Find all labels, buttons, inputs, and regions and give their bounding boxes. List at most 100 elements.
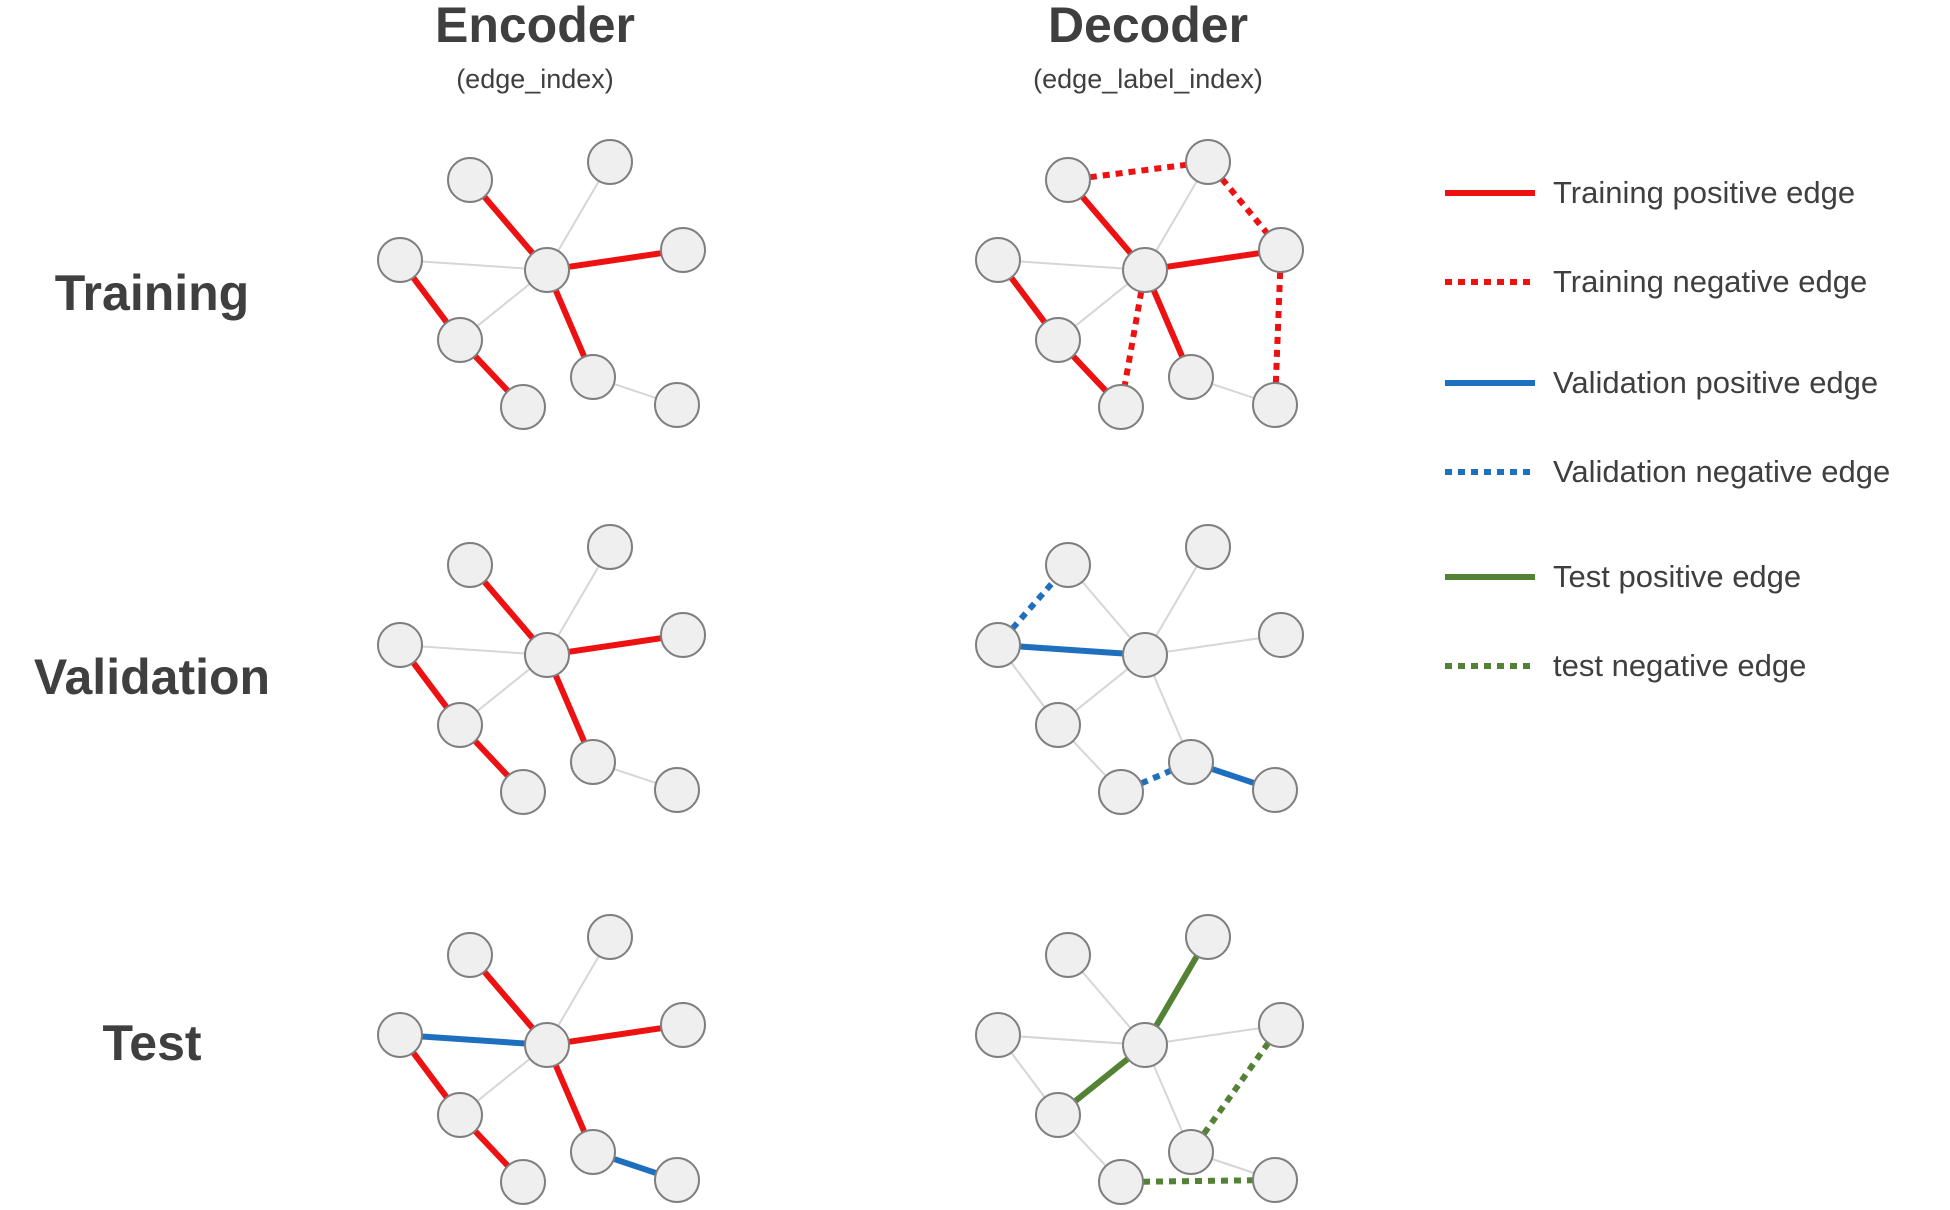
row-title-training: Training [55, 265, 249, 321]
graph-node [377, 237, 423, 283]
graph-node [587, 139, 633, 185]
graph-node [1185, 139, 1231, 185]
edge-training-positive [482, 969, 535, 1031]
graph-node [437, 1092, 483, 1138]
edge-training-positive [472, 738, 511, 779]
edge-training-negative [1219, 177, 1270, 235]
graph-node [1168, 739, 1214, 785]
edge-training-negative [1089, 161, 1187, 181]
edge-training-positive [482, 194, 535, 256]
edge-plain [1155, 565, 1198, 637]
edge-training-positive [1008, 275, 1048, 325]
column-headers: Encoder (edge_index) Decoder (edge_label… [435, 0, 1263, 94]
row-headers: Training Validation Test [34, 265, 270, 1071]
legend-item-validation-negative: Validation negative edge [1445, 454, 1890, 489]
graph-node [654, 382, 700, 428]
graph-node [1122, 1022, 1168, 1068]
row-title-validation: Validation [34, 649, 270, 705]
graph-node [377, 1012, 423, 1058]
graph-node [1122, 632, 1168, 678]
edge-plain [613, 768, 657, 784]
edge-training-negative [1272, 271, 1284, 384]
graph-node [975, 237, 1021, 283]
graph-node [1252, 1157, 1298, 1203]
graph-node [570, 1129, 616, 1175]
column-subtitle-encoder: (edge_index) [456, 64, 614, 94]
graph-node [1035, 702, 1081, 748]
legend-item-training-positive: Training positive edge [1445, 175, 1855, 210]
edge-validation-positive [1210, 766, 1256, 786]
graph-node [654, 1157, 700, 1203]
graph-node [975, 1012, 1021, 1058]
edge-plain [476, 668, 531, 712]
graph-node [570, 739, 616, 785]
graph-node [1035, 1092, 1081, 1138]
edge-plain [1074, 668, 1129, 712]
graph-node [1035, 317, 1081, 363]
edge-plain [557, 955, 600, 1027]
legend-label: Training negative edge [1553, 264, 1867, 299]
row-title-test: Test [102, 1015, 201, 1071]
edge-plain [1074, 283, 1129, 327]
graph-node [660, 1002, 706, 1048]
graph-panel-test-decoder [975, 914, 1304, 1205]
legend-label: Validation positive edge [1553, 365, 1878, 400]
graph-node [660, 227, 706, 273]
graph-node [447, 157, 493, 203]
graph-node [1185, 914, 1231, 960]
graph-node [570, 354, 616, 400]
edge-plain [476, 283, 531, 327]
edge-plain [1010, 661, 1046, 709]
graph-node [1252, 767, 1298, 813]
edge-plain [1152, 1064, 1184, 1133]
edge-training-positive [568, 1025, 662, 1045]
graph-node [1045, 157, 1091, 203]
graph-node [1098, 769, 1144, 815]
graph-node [1168, 1129, 1214, 1175]
graph-node [1045, 932, 1091, 978]
graph-node [524, 247, 570, 293]
edge-plain [421, 260, 526, 270]
graph-node [500, 384, 546, 430]
legend-item-test-positive: Test positive edge [1445, 559, 1801, 594]
edge-training-positive [472, 1128, 511, 1169]
edge-plain [1152, 674, 1184, 743]
graph-node [377, 622, 423, 668]
legend-label: Test positive edge [1553, 559, 1801, 594]
graph-node [1258, 227, 1304, 273]
edge-plain [1211, 1158, 1255, 1174]
legend-label: Validation negative edge [1553, 454, 1890, 489]
edge-plain [1072, 740, 1107, 777]
graph-node [587, 524, 633, 570]
edge-plain [1155, 180, 1198, 252]
edge-validation-positive [1019, 643, 1124, 657]
graph-node [1098, 1159, 1144, 1205]
edge-validation-negative [1010, 579, 1056, 631]
edge-training-positive [568, 250, 662, 270]
edge-training-positive [410, 275, 450, 325]
edge-plain [1010, 1051, 1046, 1099]
edge-test-negative [1201, 1041, 1271, 1136]
graph-panels [377, 139, 1304, 1205]
graph-panel-validation-decoder [975, 524, 1304, 815]
legend-label: Training positive edge [1553, 175, 1855, 210]
edge-training-positive [552, 289, 588, 358]
legend-item-test-negative: test negative edge [1445, 648, 1806, 683]
edge-test-positive [1073, 1056, 1130, 1104]
edge-plain [1166, 1027, 1260, 1043]
graph-panel-training-decoder [975, 139, 1304, 430]
edge-plain [1072, 1130, 1107, 1167]
edge-validation-positive [421, 1033, 526, 1047]
edge-training-positive [1150, 289, 1186, 358]
graph-node [654, 767, 700, 813]
graph-node [1168, 354, 1214, 400]
edge-plain [1211, 383, 1255, 399]
edge-plain [421, 645, 526, 655]
graph-node [447, 542, 493, 588]
graph-node [1258, 1002, 1304, 1048]
graph-node [1045, 542, 1091, 588]
edge-plain [613, 383, 657, 399]
graph-node [500, 769, 546, 815]
edge-validation-positive [612, 1156, 658, 1176]
edge-training-positive [472, 353, 511, 394]
